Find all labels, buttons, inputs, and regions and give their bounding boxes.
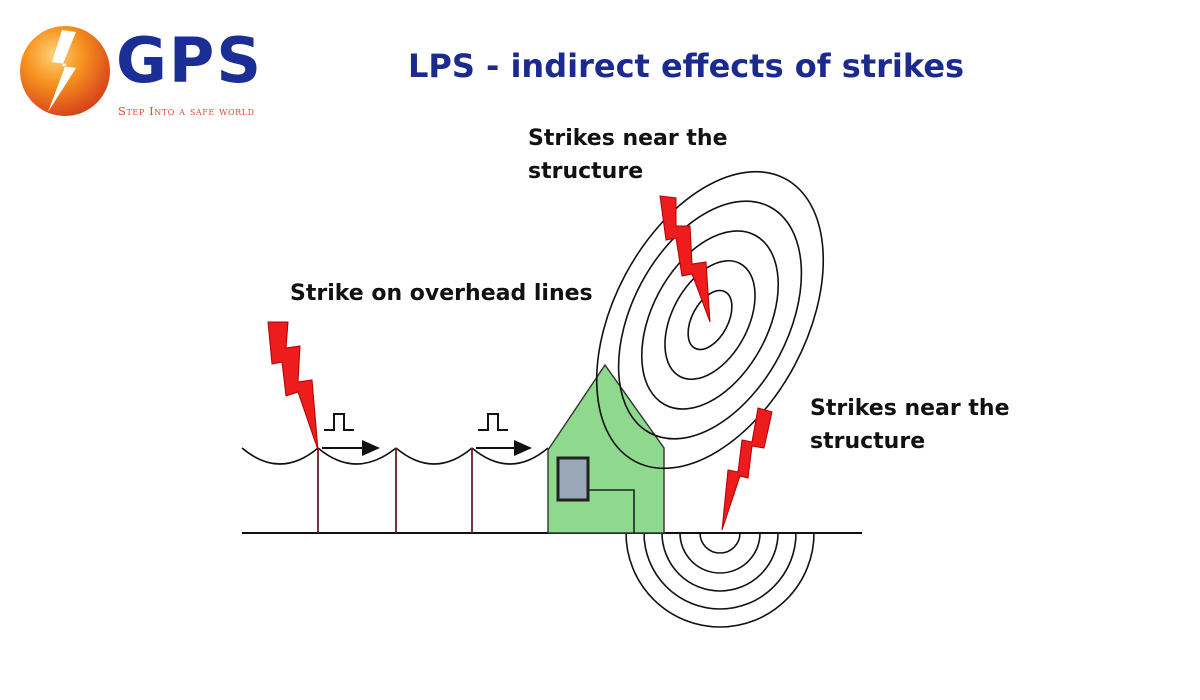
overhead-line bbox=[241, 447, 549, 465]
logo-wordmark: GPS bbox=[116, 24, 263, 97]
label-strikes-near-structure-top: Strikes near the structure bbox=[528, 122, 728, 188]
slide-title: LPS - indirect effects of strikes bbox=[408, 47, 965, 85]
surge-arrow-1 bbox=[322, 440, 380, 456]
company-logo: GPS Step Into a safe world bbox=[14, 22, 304, 122]
equipment-panel bbox=[556, 456, 590, 502]
label-strikes-near-structure-right: Strikes near the structure bbox=[810, 392, 1010, 458]
label-top-line1: Strikes near the bbox=[528, 126, 728, 151]
ground-wave-rings bbox=[625, 532, 815, 628]
air-wave-rings bbox=[595, 170, 825, 470]
internal-wiring bbox=[588, 489, 635, 533]
label-strike-overhead-lines: Strike on overhead lines bbox=[290, 281, 593, 306]
logo-tagline: Step Into a safe world bbox=[118, 104, 255, 118]
lightning-bolt-ground-icon bbox=[721, 407, 773, 531]
utility-poles bbox=[317, 448, 473, 533]
label-top-line2: structure bbox=[528, 159, 644, 184]
label-right-line2: structure bbox=[810, 429, 926, 454]
label-right-line1: Strikes near the bbox=[810, 396, 1010, 421]
house-structure bbox=[547, 363, 665, 534]
logo-orb-icon bbox=[20, 26, 110, 116]
surge-pulse-icon-1 bbox=[324, 413, 354, 431]
surge-pulse-icon-2 bbox=[478, 413, 508, 431]
lightning-bolt-overhead-icon bbox=[267, 321, 319, 451]
surge-arrow-2 bbox=[476, 440, 532, 456]
lightning-bolt-sky-icon bbox=[659, 195, 711, 323]
